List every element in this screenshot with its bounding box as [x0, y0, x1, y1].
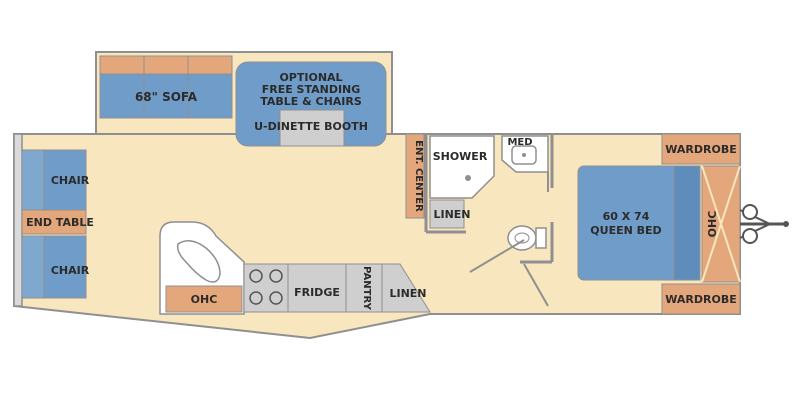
dinette-label: U-DINETTE BOOTH	[254, 120, 368, 133]
shower: SHOWER	[429, 135, 495, 199]
ohc-front: OHC	[701, 165, 741, 283]
optional-label-3: TABLE & CHAIRS	[260, 95, 362, 108]
bed-label-2: QUEEN BED	[590, 224, 661, 237]
pantry	[345, 263, 383, 313]
vanity: MED	[501, 135, 549, 173]
med-label: MED	[507, 137, 532, 148]
linen-bath	[429, 199, 465, 229]
bed-label-1: 60 X 74	[603, 210, 650, 223]
sink-icon	[176, 240, 221, 283]
linen-kitchen-label: LINEN	[389, 287, 426, 300]
optional-label-1: OPTIONAL	[279, 71, 342, 84]
kitchen-counter: OHC	[159, 221, 245, 315]
hitch-icon	[739, 204, 789, 244]
linen-bath-label: LINEN	[433, 208, 470, 221]
wardrobe-top-label: WARDROBE	[665, 143, 736, 156]
rear-wall	[13, 133, 23, 307]
ohc-kitchen-label: OHC	[191, 293, 218, 306]
bath-walls	[424, 134, 554, 264]
shower-label: SHOWER	[433, 150, 488, 163]
wardrobe-top	[661, 133, 741, 165]
ent-center-label: ENT. CENTER	[413, 140, 424, 212]
entertainment-center	[405, 133, 425, 219]
wardrobe-bottom	[661, 283, 741, 315]
stove-icon	[243, 263, 289, 313]
chair-top-label: CHAIR	[51, 174, 90, 187]
linen-kitchen	[381, 263, 431, 313]
sofa: 68" SOFA	[99, 55, 233, 119]
toilet-icon	[507, 225, 547, 251]
pantry-label: PANTRY	[361, 266, 372, 310]
fridge-label: FRIDGE	[294, 286, 340, 299]
chair-bottom-label: CHAIR	[51, 264, 90, 277]
optional-label-2: FREE STANDING	[262, 83, 361, 96]
drain-icon	[465, 175, 471, 181]
queen-bed: 60 X 74 QUEEN BED	[577, 165, 701, 281]
living-chairs: CHAIR END TABLE CHAIR	[21, 149, 94, 299]
dinette: OPTIONAL FREE STANDING TABLE & CHAIRS U-…	[235, 61, 387, 147]
end-table-label: END TABLE	[26, 216, 94, 229]
doors	[469, 172, 549, 307]
wardrobe-bottom-label: WARDROBE	[665, 293, 736, 306]
ohc-front-label: OHC	[706, 211, 719, 238]
sofa-label: 68" SOFA	[135, 90, 198, 104]
